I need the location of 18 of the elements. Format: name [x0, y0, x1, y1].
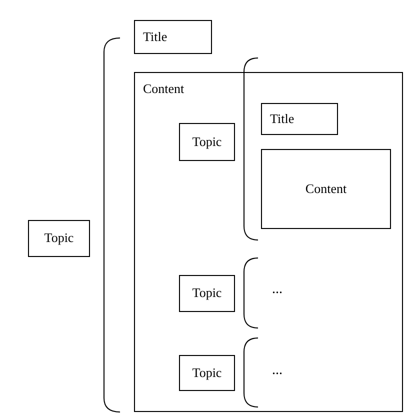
box-text: Topic: [44, 230, 74, 247]
box-text: Content: [143, 81, 184, 96]
text-box: [134, 72, 403, 412]
text-box: [261, 149, 391, 229]
box-text: Topic: [192, 364, 222, 382]
ellipsis-text: ...: [272, 283, 282, 297]
box-text: Topic: [192, 134, 222, 150]
text-box: [28, 220, 90, 257]
box-text: Content: [305, 180, 347, 198]
text-box: [179, 123, 235, 161]
box-text: Topic: [192, 285, 222, 302]
box-text: Title: [270, 110, 294, 128]
text-box: [261, 103, 338, 135]
box-text: Title: [143, 28, 168, 46]
text-box: [134, 20, 212, 54]
text-box: [179, 355, 235, 391]
text-box: [179, 275, 235, 312]
ellipsis-text: ...: [272, 364, 282, 378]
